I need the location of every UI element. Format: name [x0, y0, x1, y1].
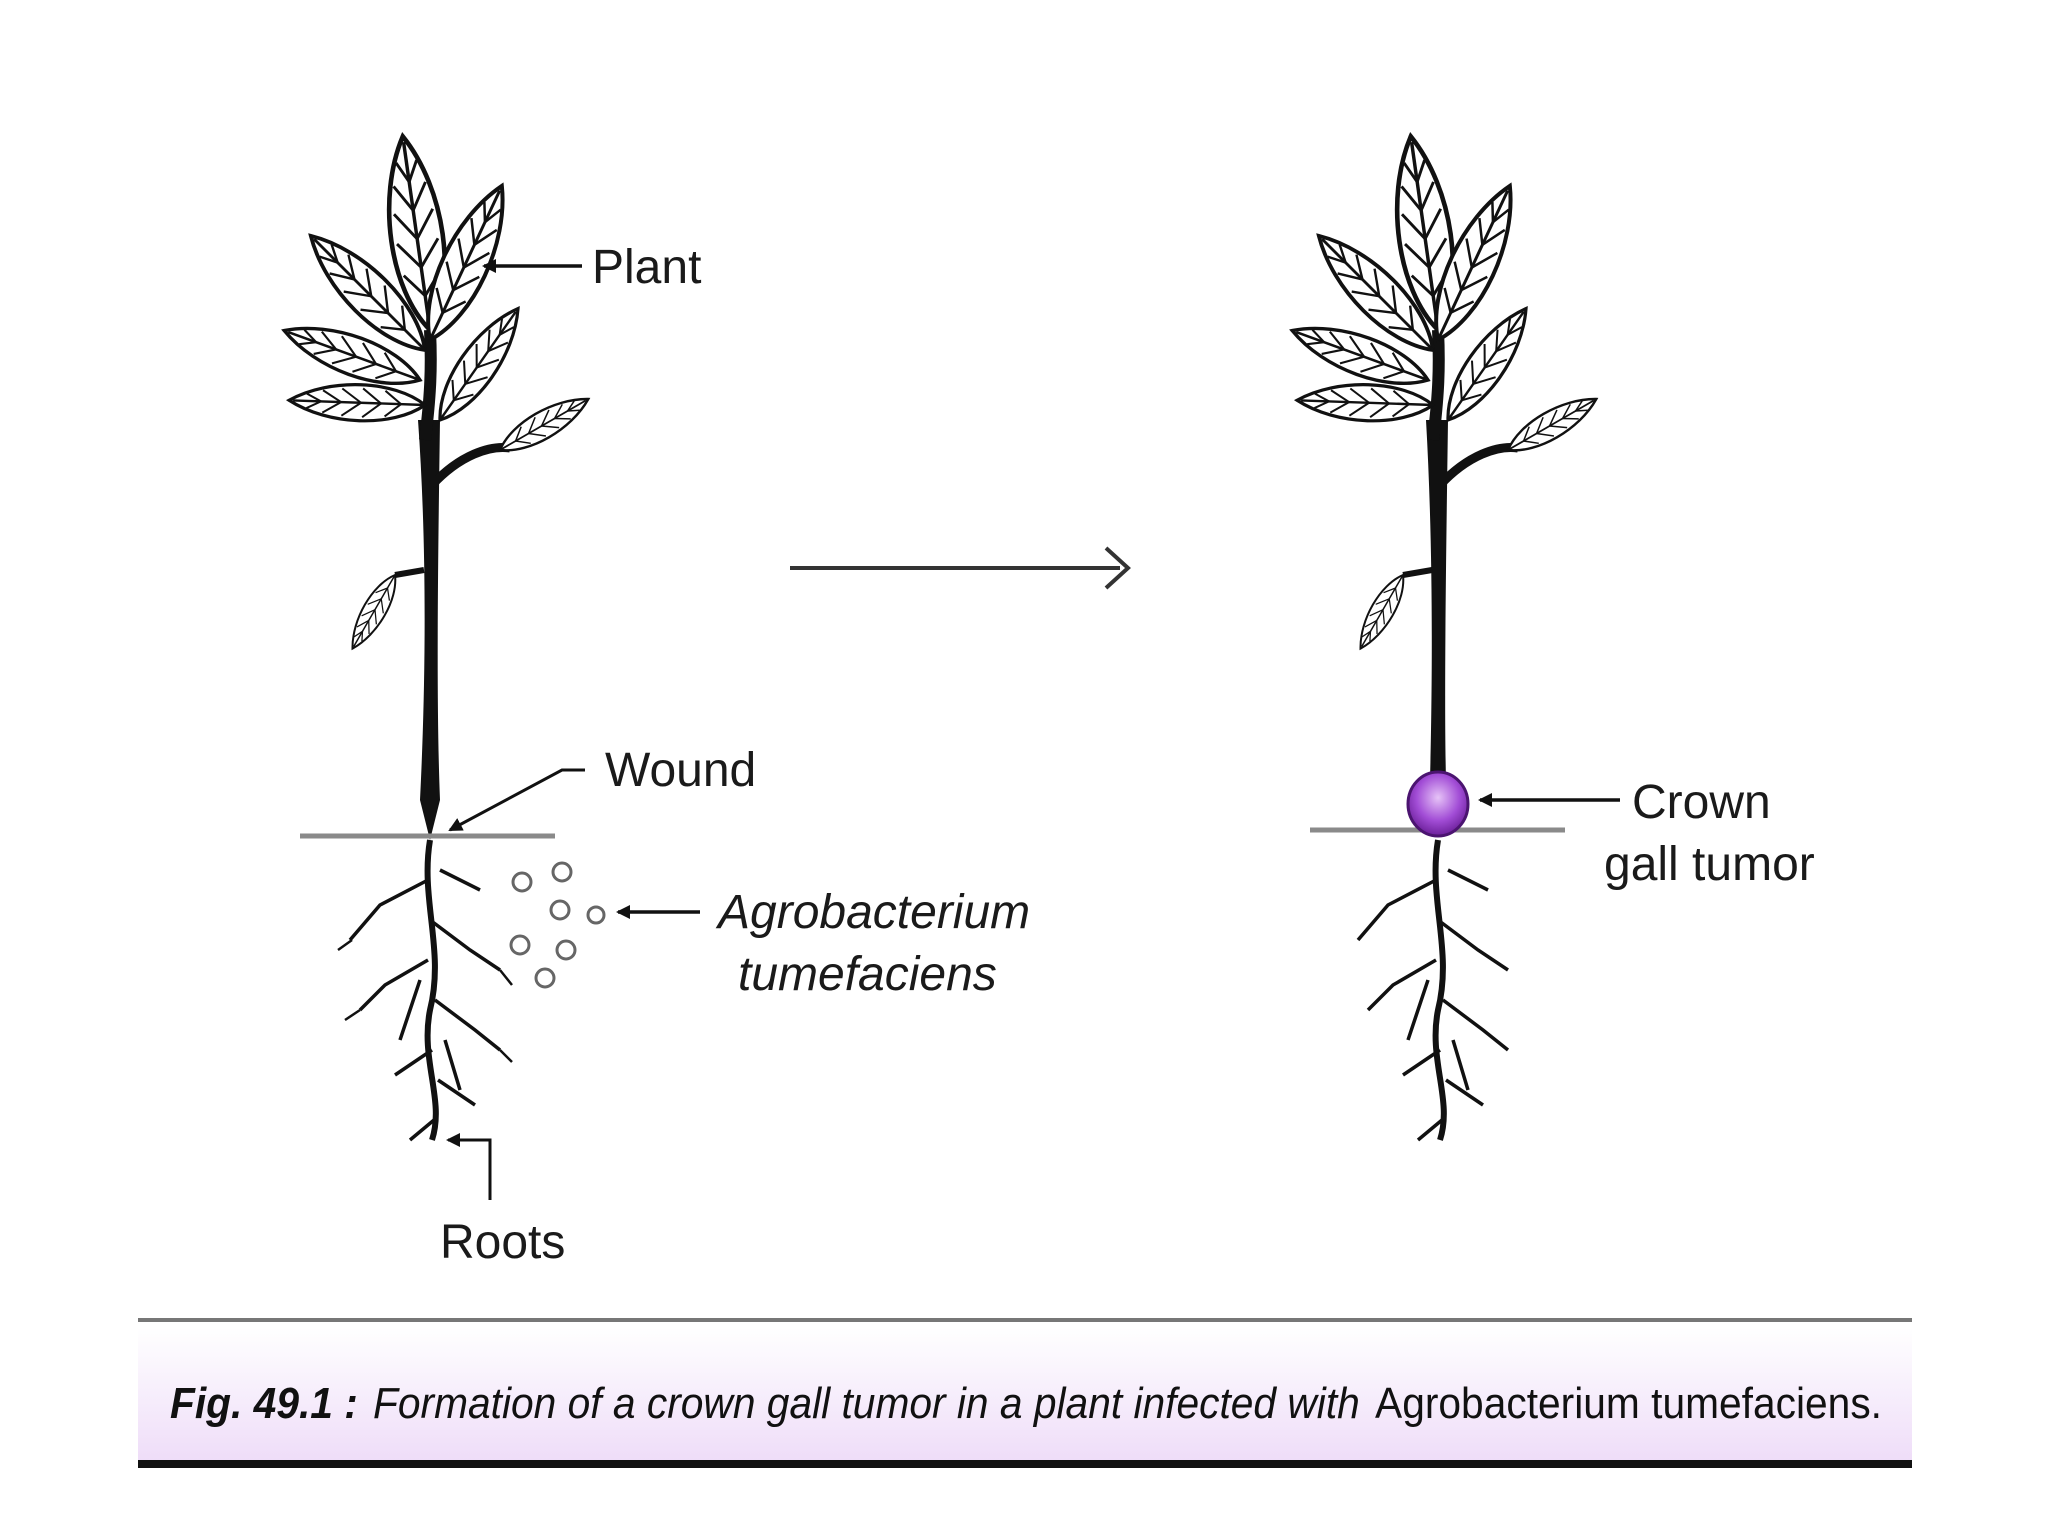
label-gall-tumor: gall tumor — [1604, 838, 1815, 891]
label-plant: Plant — [592, 241, 701, 294]
caption-fig-label: Fig. 49.1 : — [170, 1379, 358, 1428]
label-wound: Wound — [605, 744, 756, 797]
label-crown: Crown — [1632, 776, 1771, 829]
arrow-head — [1104, 546, 1131, 590]
bacteria-cluster — [509, 861, 606, 989]
label-agrobacterium-1: Agrobacterium — [715, 886, 1030, 939]
label-agrobacterium-2: tumefaciens — [738, 948, 997, 1001]
caption-band — [138, 1328, 1912, 1464]
caption-normal-text: Agrobacterium tumefaciens. — [1375, 1379, 1882, 1428]
crown-gall-tumor — [1406, 770, 1470, 838]
infected-plant — [1283, 133, 1605, 1142]
roots-pointer — [446, 1133, 492, 1200]
caption-italic-text: Formation of a crown gall tumor in a pla… — [373, 1379, 1360, 1428]
label-roots: Roots — [440, 1216, 565, 1269]
figure-caption: Fig. 49.1 : Formation of a crown gall tu… — [170, 1379, 1882, 1428]
wound-pointer — [448, 768, 585, 832]
healthy-plant — [275, 133, 597, 1142]
